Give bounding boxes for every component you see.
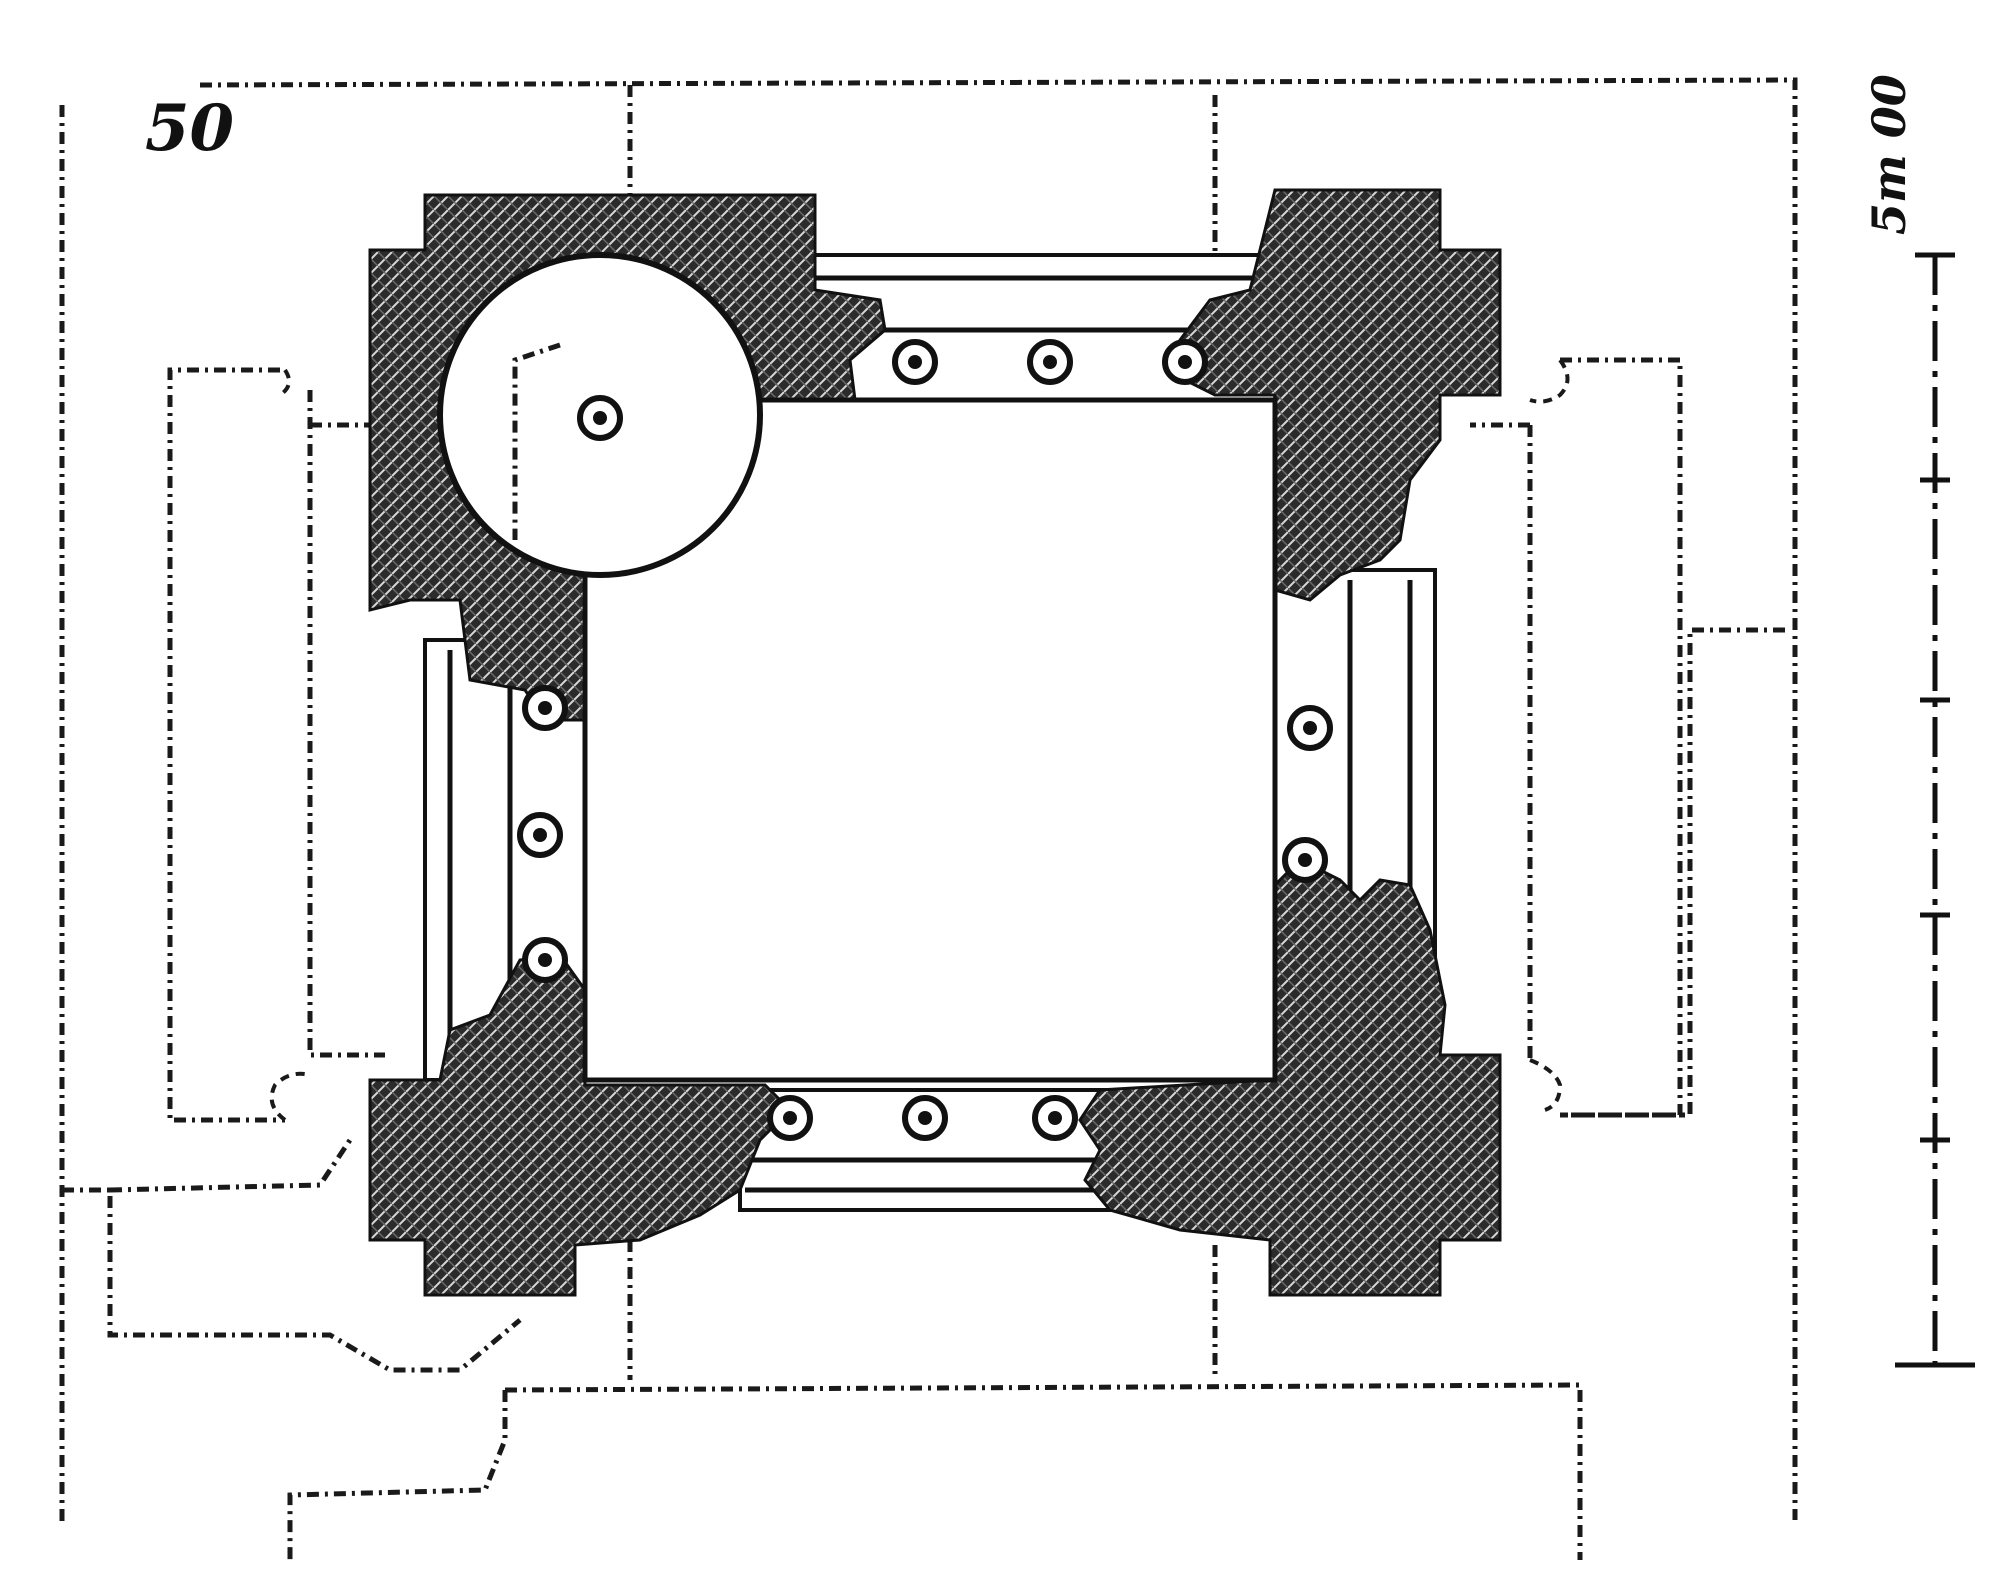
column-marker <box>517 812 563 858</box>
column-marker <box>1162 339 1208 385</box>
column-marker <box>1027 339 1073 385</box>
well-dashed-outline <box>512 342 561 540</box>
right-dashed-niche <box>1470 357 1683 1118</box>
column-marker <box>892 339 938 385</box>
column-marker <box>522 937 568 983</box>
scale-label: 5m 00 <box>1862 74 1916 235</box>
column-marker <box>902 1095 948 1141</box>
scale-bar <box>1895 252 1975 1368</box>
column-markers <box>517 339 1333 1141</box>
column-marker <box>767 1095 813 1141</box>
column-marker <box>1287 705 1333 751</box>
column-marker <box>1282 837 1328 883</box>
outer-enclosure-dashed <box>59 77 1798 1565</box>
column-marker <box>1032 1095 1078 1141</box>
column-marker <box>577 395 623 441</box>
southeast-pier <box>1078 858 1502 1297</box>
figure-number: 50 <box>145 91 234 166</box>
column-marker <box>522 685 568 731</box>
